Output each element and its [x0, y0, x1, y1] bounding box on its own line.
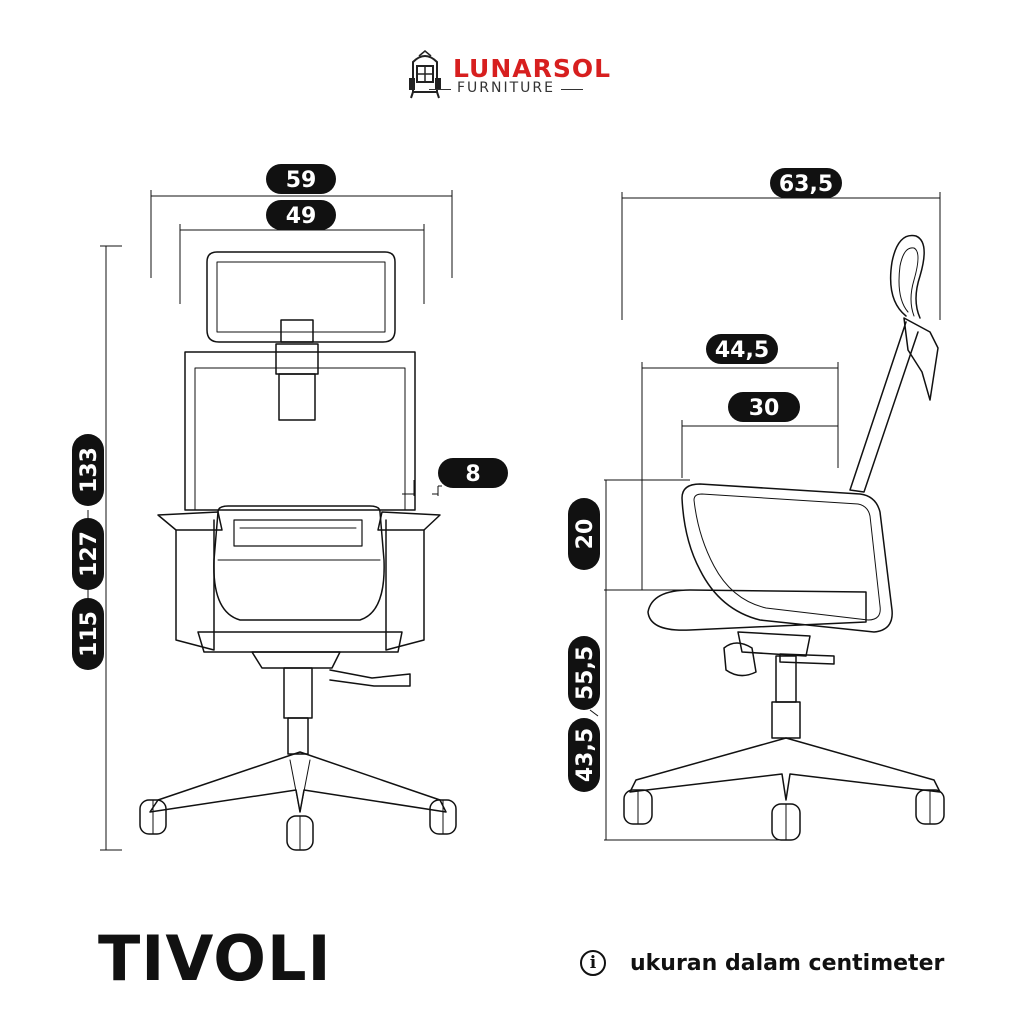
dim-seat-height-min-label: 43,5 — [573, 728, 598, 782]
dim-height-max-label: 133 — [77, 447, 102, 493]
dim-armrest-height-label: 20 — [573, 519, 598, 550]
front-view-chair — [139, 251, 457, 851]
dim-height-min: 115 — [72, 598, 104, 670]
dim-armrest-width-label: 8 — [465, 462, 480, 487]
dim-height-min-label: 115 — [77, 611, 102, 657]
unit-note-text: ukuran dalam centimeter — [630, 950, 945, 976]
dim-seat-depth: 44,5 — [706, 334, 778, 364]
dim-seat-depth-inner-label: 30 — [749, 396, 780, 421]
dim-total-depth: 63,5 — [770, 168, 842, 198]
dim-seat-height-min: 43,5 — [568, 718, 600, 792]
brand-subtitle: FURNITURE — [428, 80, 584, 96]
dim-armrest-height: 20 — [568, 498, 600, 570]
dim-backrest-width-label: 49 — [286, 204, 317, 229]
dim-total-width: 59 — [266, 164, 336, 194]
info-icon: i — [580, 950, 606, 976]
dim-total-width-label: 59 — [286, 168, 317, 193]
brand-name: LUNARSOL — [453, 54, 612, 83]
brand-logo: LUNARSOL FURNITURE — [405, 48, 620, 100]
dim-backrest-width: 49 — [266, 200, 336, 230]
dim-seat-height-max: 55,5 — [568, 636, 600, 710]
dim-seat-height-max-label: 55,5 — [573, 646, 598, 700]
dim-armrest-width: 8 — [438, 458, 508, 488]
dim-height-max: 133 — [72, 434, 104, 506]
unit-note: i ukuran dalam centimeter — [580, 946, 944, 980]
product-title: TIVOLI — [98, 922, 332, 995]
side-view-chair — [623, 234, 945, 841]
dim-total-depth-label: 63,5 — [779, 172, 833, 197]
dim-height-mid: 127 — [72, 518, 104, 590]
dim-seat-depth-label: 44,5 — [715, 338, 769, 363]
dim-height-mid-label: 127 — [77, 531, 102, 577]
dim-seat-depth-inner: 30 — [728, 392, 800, 422]
chair-crest-icon — [409, 50, 441, 99]
